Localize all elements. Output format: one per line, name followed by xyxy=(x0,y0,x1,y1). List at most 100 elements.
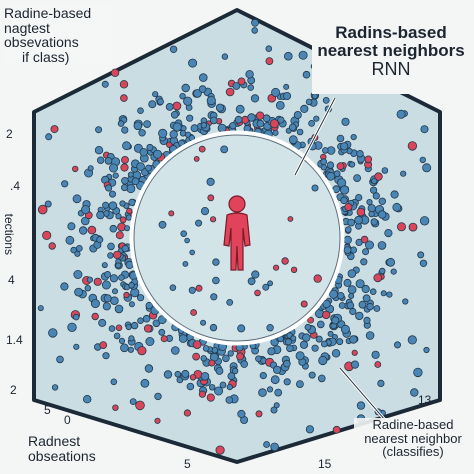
observation-point xyxy=(158,128,168,138)
observation-point xyxy=(87,165,94,172)
observation-point xyxy=(96,156,105,164)
observation-point xyxy=(126,184,136,194)
observation-point xyxy=(107,252,114,259)
observation-point xyxy=(98,318,107,327)
observation-point xyxy=(129,398,137,406)
observation-point xyxy=(273,402,280,409)
observation-point xyxy=(419,216,430,226)
observation-point xyxy=(137,317,144,325)
observation-point xyxy=(137,346,147,356)
observation-point xyxy=(60,282,69,291)
observation-point xyxy=(144,364,154,373)
observation-point xyxy=(363,316,371,324)
observation-point xyxy=(174,370,182,378)
observation-point xyxy=(372,192,380,200)
observation-point xyxy=(371,350,380,359)
observation-point xyxy=(81,216,90,226)
observation-point xyxy=(121,244,129,253)
observation-point xyxy=(186,382,195,391)
observation-point xyxy=(103,294,112,303)
observation-point xyxy=(158,328,166,336)
observation-point xyxy=(200,355,207,362)
observation-point xyxy=(377,241,387,250)
observation-point xyxy=(358,300,367,309)
observation-point xyxy=(322,299,331,309)
observation-point xyxy=(340,324,350,334)
observation-point xyxy=(250,94,260,103)
observation-point xyxy=(163,370,173,379)
observation-point xyxy=(119,80,129,89)
observation-point xyxy=(270,442,279,452)
observation-point xyxy=(154,392,162,401)
observation-point xyxy=(313,115,320,122)
observation-point xyxy=(355,194,363,202)
observation-point xyxy=(105,184,113,192)
observation-point xyxy=(347,218,356,227)
observation-point xyxy=(102,302,111,311)
person-icon xyxy=(223,195,251,271)
observation-point xyxy=(266,386,274,393)
observation-point xyxy=(407,335,417,345)
observation-point xyxy=(336,162,345,171)
observation-point xyxy=(320,158,328,166)
inner-observation-point xyxy=(237,324,246,333)
inner-observation-point xyxy=(311,184,319,192)
observation-point xyxy=(50,125,59,134)
title-line-1: Radins-based xyxy=(335,23,447,42)
observation-point xyxy=(188,58,198,68)
observation-point xyxy=(136,162,145,171)
observation-point xyxy=(331,349,341,358)
observation-point xyxy=(200,371,210,381)
observation-point xyxy=(364,155,373,164)
observation-point xyxy=(169,130,178,139)
observation-point xyxy=(214,386,224,396)
observation-point xyxy=(413,367,423,378)
observation-point xyxy=(109,224,118,233)
observation-point xyxy=(305,98,313,106)
observation-point xyxy=(299,340,309,349)
observation-point xyxy=(283,378,291,386)
inner-observation-point xyxy=(158,220,167,229)
observation-point xyxy=(192,340,202,350)
observation-point xyxy=(308,371,316,379)
observation-point xyxy=(128,282,135,289)
observation-point xyxy=(109,163,119,173)
observation-point xyxy=(300,104,309,114)
observation-point xyxy=(311,93,318,100)
pointer-line-bottom-dark xyxy=(339,367,386,421)
bottom-tick-4: 15 xyxy=(318,457,332,471)
inner-observation-point xyxy=(247,277,256,286)
bottom-right-line-2: nearest neighbor xyxy=(364,430,462,446)
observation-point xyxy=(48,328,58,338)
inner-observation-point xyxy=(189,249,196,256)
observation-point xyxy=(157,98,164,105)
bottom-tick-3: 13 xyxy=(418,393,432,407)
observation-point xyxy=(221,53,229,60)
inner-observation-point xyxy=(210,293,218,301)
inner-observation-point xyxy=(200,207,210,216)
observation-point xyxy=(112,172,119,179)
observation-point xyxy=(48,242,56,250)
observation-point xyxy=(331,316,340,325)
observation-point xyxy=(302,333,311,342)
observation-point xyxy=(317,374,326,383)
observation-point xyxy=(270,406,278,414)
observation-point xyxy=(315,335,323,343)
observation-point xyxy=(189,374,197,381)
observation-point xyxy=(125,324,132,331)
inner-observation-point xyxy=(226,298,234,306)
observation-point xyxy=(45,133,53,141)
observation-point xyxy=(322,97,330,104)
observation-point xyxy=(284,338,292,346)
observation-point xyxy=(90,299,100,309)
observation-point xyxy=(371,178,378,185)
observation-point xyxy=(374,172,383,181)
observation-point xyxy=(247,84,255,91)
inner-observation-point xyxy=(254,289,261,297)
observation-point xyxy=(393,341,401,349)
observation-points xyxy=(37,18,432,455)
side-label: tections xyxy=(1,213,16,255)
observation-point xyxy=(360,235,369,244)
observation-point xyxy=(347,269,357,278)
bottom-right-label: Radine-based nearest neighbor (classifie… xyxy=(354,418,472,459)
